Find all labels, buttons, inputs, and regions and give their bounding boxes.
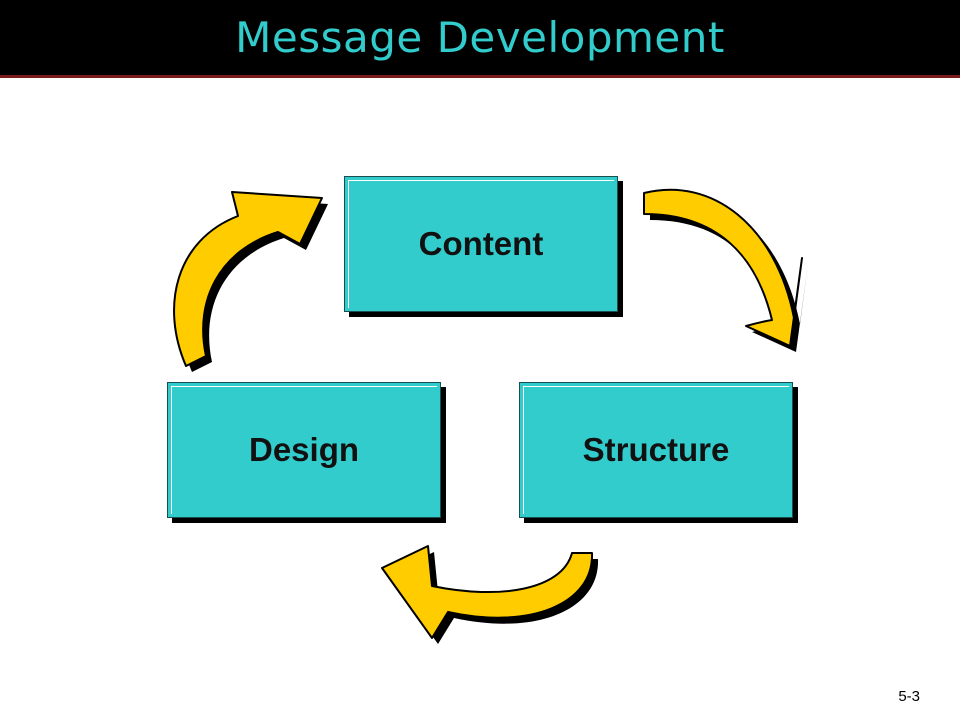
content-label: Content	[418, 225, 544, 262]
title-bar: Message Development	[0, 0, 960, 78]
arrow-structure-to-design	[381, 545, 599, 644]
structure-box: Structure	[519, 382, 793, 518]
content-box: Content	[344, 176, 618, 312]
design-box: Design	[167, 382, 441, 518]
design-label: Design	[248, 431, 360, 468]
slide-title: Message Development	[235, 13, 725, 62]
structure-label: Structure	[582, 431, 730, 468]
arrow-design-to-content	[173, 191, 328, 372]
arrow-content-to-structure	[643, 188, 808, 352]
slide-number: 5-3	[898, 688, 920, 705]
